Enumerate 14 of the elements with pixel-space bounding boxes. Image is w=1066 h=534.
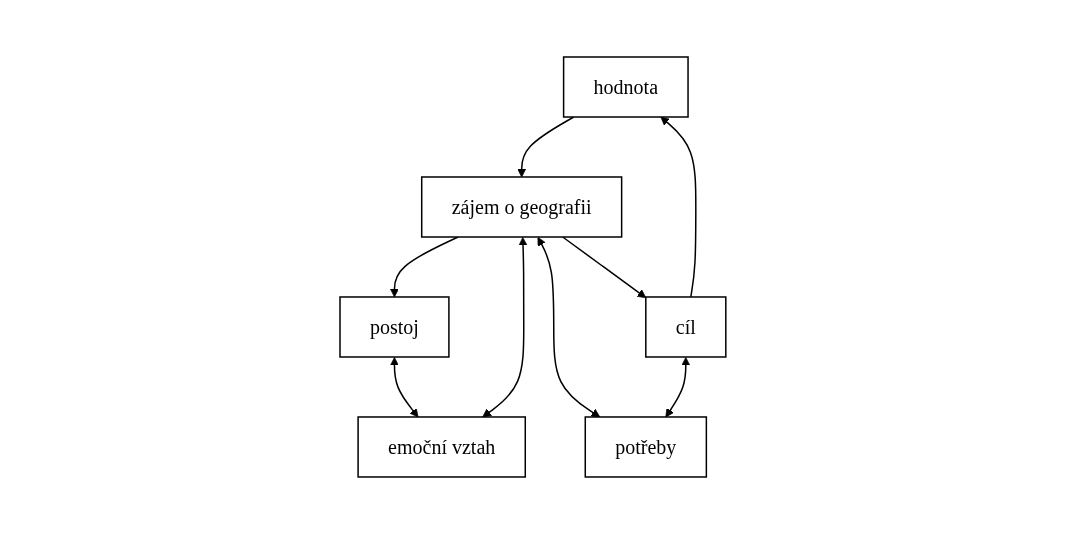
- arrow: [482, 237, 528, 418]
- arrow: [390, 357, 419, 418]
- arrow: [537, 236, 601, 418]
- node-box: emoční vztah: [357, 416, 527, 478]
- node-box: hodnota: [562, 56, 689, 118]
- node-box: cíl: [645, 296, 727, 358]
- node-box: potřeby: [584, 416, 708, 478]
- node-box: postoj: [339, 296, 450, 358]
- node-box: zájem o geografii: [421, 176, 623, 238]
- arrow: [660, 116, 697, 298]
- arrow: [390, 236, 459, 298]
- arrow: [517, 116, 575, 178]
- arrow: [562, 236, 647, 299]
- arrow: [665, 357, 691, 418]
